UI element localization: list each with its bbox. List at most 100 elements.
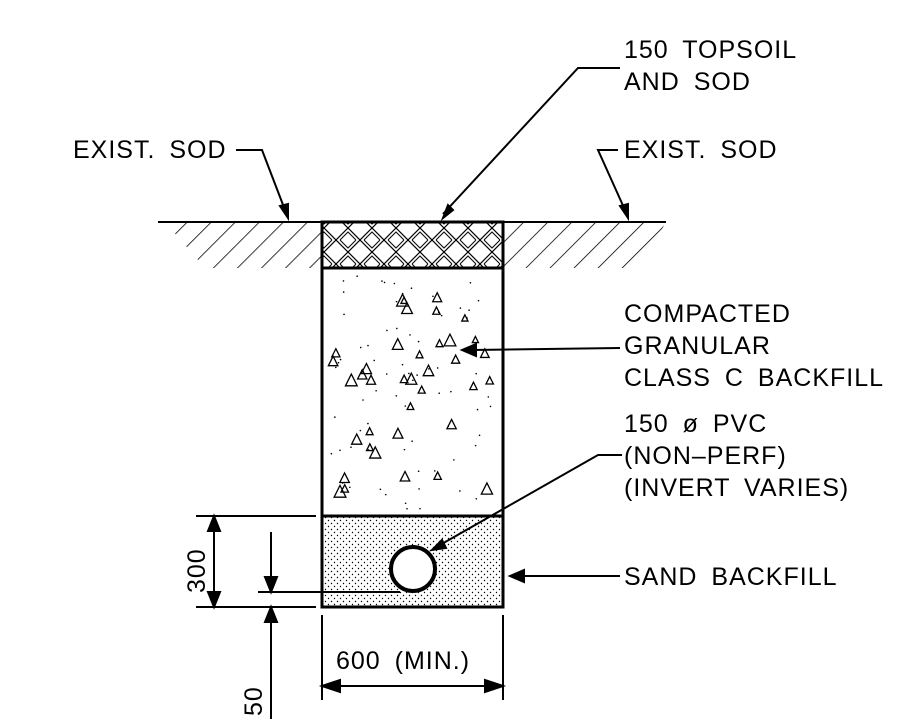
aggregate-dot [337, 361, 340, 364]
aggregate-dot [476, 408, 479, 411]
aggregate-dot [468, 309, 470, 312]
width-dimension-label: 600 (MIN.) [336, 647, 470, 675]
dimension-600 [318, 615, 507, 700]
aggregate-dot [349, 486, 351, 489]
aggregate-stone [417, 384, 427, 394]
aggregate-dot [447, 425, 450, 428]
pvc-label-3: (INVERT VARIES) [624, 474, 849, 502]
aggregate-dot [350, 446, 352, 448]
granular-label-2: GRANULAR [624, 332, 771, 360]
aggregate-dot [393, 282, 396, 285]
aggregate-stone [327, 354, 339, 367]
aggregate-stone [404, 371, 418, 385]
aggregate-stone [391, 337, 405, 350]
aggregate-stone [333, 483, 347, 498]
aggregate-stone [400, 301, 414, 315]
pvc-label-2: (NON–PERF) [624, 442, 787, 470]
aggregate-dot [385, 373, 388, 375]
aggregate-dot [335, 366, 337, 369]
exist-sod-right-label: EXIST. SOD [624, 136, 778, 164]
aggregate-dot [417, 340, 420, 343]
aggregate-dot [381, 280, 383, 282]
aggregate-dot [359, 346, 362, 349]
aggregate-stone [484, 375, 495, 385]
aggregate-dot [341, 482, 344, 484]
aggregate-dot [367, 449, 370, 451]
aggregate-texture [327, 275, 495, 510]
aggregate-dot [401, 363, 404, 366]
aggregate-dot [406, 507, 408, 510]
aggregate-dot [487, 396, 490, 398]
aggregate-dot [450, 390, 452, 393]
aggregate-stone [432, 470, 443, 480]
aggregate-dot [466, 317, 468, 319]
aggregate-stone [395, 292, 410, 307]
leaders [236, 67, 629, 584]
aggregate-dot [469, 282, 472, 284]
aggregate-dot [339, 449, 341, 452]
granular-label-1: COMPACTED [624, 300, 791, 328]
aggregate-dot [384, 493, 387, 496]
aggregate-stone [431, 305, 442, 315]
aggregate-stone [450, 353, 461, 364]
aggregate-dot [474, 444, 477, 447]
existing-ground [158, 221, 666, 268]
right-soil-hatch [503, 222, 666, 268]
aggregate-dot [453, 459, 455, 461]
sand-backfill-label: SAND BACKFILL [624, 563, 838, 591]
aggregate-stone [399, 373, 409, 384]
aggregate-dot [356, 275, 358, 278]
aggregate-dot [342, 280, 345, 282]
aggregate-dot [459, 490, 461, 492]
exist-sod-left-label: EXIST. SOD [73, 136, 227, 164]
aggregate-dot [440, 314, 443, 317]
aggregate-stone [365, 426, 375, 436]
aggregate-dot [459, 307, 462, 309]
aggregate-stone [443, 332, 457, 347]
aggregate-dot [339, 358, 342, 361]
aggregate-dot [437, 311, 440, 314]
aggregate-stone [468, 380, 479, 391]
aggregate-stone [422, 363, 435, 377]
aggregate-stone [431, 291, 443, 303]
granular-label-3: CLASS C BACKFILL [624, 364, 884, 392]
aggregate-dot [395, 395, 398, 397]
aggregate-dot [432, 295, 434, 298]
aggregate-stone [339, 483, 350, 493]
aggregate-dot [367, 344, 369, 347]
aggregate-dot [408, 372, 410, 375]
aggregate-dot [404, 405, 407, 407]
aggregate-stone [399, 470, 411, 482]
aggregate-stone [338, 471, 351, 484]
aggregate-dot [475, 497, 478, 500]
aggregate-stone [415, 349, 425, 359]
aggregate-dot [409, 334, 411, 336]
aggregate-stone [434, 338, 445, 348]
aggregate-dot [379, 488, 382, 491]
aggregate-dot [375, 389, 377, 392]
aggregate-stone [365, 442, 375, 452]
aggregate-dot [438, 392, 441, 395]
pvc-label-1: 150 ø PVC [624, 410, 767, 438]
aggregate-stone [330, 347, 341, 358]
aggregate-dot [412, 379, 414, 382]
topsoil-label-1: 150 TOPSOIL [624, 36, 797, 64]
aggregate-dot [401, 292, 404, 295]
aggregate-dot [436, 367, 439, 369]
aggregate-dot [478, 434, 481, 437]
aggregate-dot [489, 405, 492, 408]
aggregate-stone [344, 372, 359, 387]
dimension-300 [196, 513, 316, 610]
aggregate-dot [395, 300, 398, 303]
aggregate-dot [419, 507, 421, 510]
aggregate-stone [445, 417, 458, 430]
aggregate-stone [368, 445, 382, 459]
aggregate-dot [434, 470, 436, 472]
aggregate-stone [391, 426, 404, 439]
aggregate-dot [342, 291, 345, 293]
aggregate-stone [350, 432, 363, 445]
aggregate-dot [334, 416, 336, 418]
aggregate-dot [383, 281, 386, 284]
aggregate-stone [480, 481, 494, 495]
left-soil-hatch [165, 222, 322, 268]
